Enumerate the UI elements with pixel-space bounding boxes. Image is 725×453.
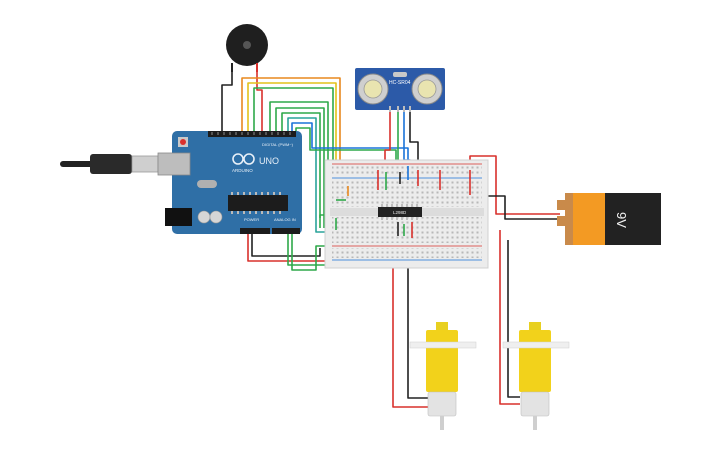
wire-motor2-black xyxy=(507,240,520,398)
usb-cable[interactable] xyxy=(60,154,159,174)
usb-boot xyxy=(90,154,132,174)
battery-body xyxy=(605,193,661,245)
arduino-power-jack xyxy=(165,208,192,226)
arduino-usb-port xyxy=(157,152,191,176)
capacitor-1 xyxy=(197,210,211,224)
wire-blue-pin xyxy=(291,122,409,168)
wire-green-2 xyxy=(269,101,329,210)
wire-buzzer-black xyxy=(221,70,233,133)
wire-motor1-black xyxy=(407,240,428,399)
atmega-chip xyxy=(228,195,288,211)
arduino-brand: ARDUINO xyxy=(232,168,253,173)
chip-body xyxy=(378,207,422,217)
battery-label: 9V xyxy=(614,212,629,228)
analog-label: ANALOG IN xyxy=(274,217,296,222)
battery-label-panel xyxy=(573,193,605,245)
motor2-axle-cap xyxy=(529,322,541,330)
analog-header xyxy=(272,228,300,234)
wire-green-3 xyxy=(275,107,325,228)
motor2-can xyxy=(520,391,550,417)
motor1-axle-cap xyxy=(436,322,448,330)
wire-motor1-red xyxy=(392,240,428,408)
battery-9v[interactable]: 9V xyxy=(557,193,661,245)
buzzer-hole xyxy=(243,41,251,49)
arduino-uno[interactable]: DIGITAL (PWM~) ARDUINO UNO POWER ANALOG … xyxy=(157,131,302,234)
wire-motor2-red xyxy=(499,230,520,405)
wire-buzzer-red xyxy=(256,70,263,133)
usb-plug-metal xyxy=(131,155,159,173)
capacitor-2 xyxy=(209,210,223,224)
wire-yellow-pin xyxy=(247,82,337,200)
battery-cap xyxy=(565,193,573,245)
wire-power-black xyxy=(251,232,321,257)
motor2-shaft xyxy=(502,341,570,349)
piezo-buzzer[interactable] xyxy=(226,24,268,72)
motor2-body xyxy=(519,330,551,392)
gear-motor-1[interactable] xyxy=(409,322,477,430)
wire-battery-black xyxy=(477,195,560,222)
digital-label: DIGITAL (PWM~) xyxy=(262,142,294,147)
wire-green-5 xyxy=(295,127,397,195)
power-header xyxy=(240,228,270,234)
wire-green-4 xyxy=(281,112,321,218)
crystal xyxy=(197,180,217,188)
power-label: POWER xyxy=(244,217,259,222)
motor1-body xyxy=(426,330,458,392)
motor-driver-chip[interactable]: L298D xyxy=(378,204,422,220)
arduino-logo-left xyxy=(232,153,244,165)
arduino-logo-right xyxy=(243,153,255,165)
battery-terminal-pos xyxy=(557,200,567,210)
motor1-can xyxy=(427,391,457,417)
sensor-crystal xyxy=(393,72,407,77)
gear-motor-2[interactable] xyxy=(502,322,570,430)
sensor-label: HC-SR04 xyxy=(389,80,411,86)
ultrasonic-sensor[interactable]: HC-SR04 xyxy=(355,68,445,112)
chip-label: L298D xyxy=(393,210,407,215)
digital-header xyxy=(208,131,296,137)
arduino-model: UNO xyxy=(259,156,279,166)
breadboard[interactable]: L298D xyxy=(324,159,489,269)
motor1-shaft xyxy=(409,341,477,349)
battery-terminal-neg xyxy=(557,216,567,226)
